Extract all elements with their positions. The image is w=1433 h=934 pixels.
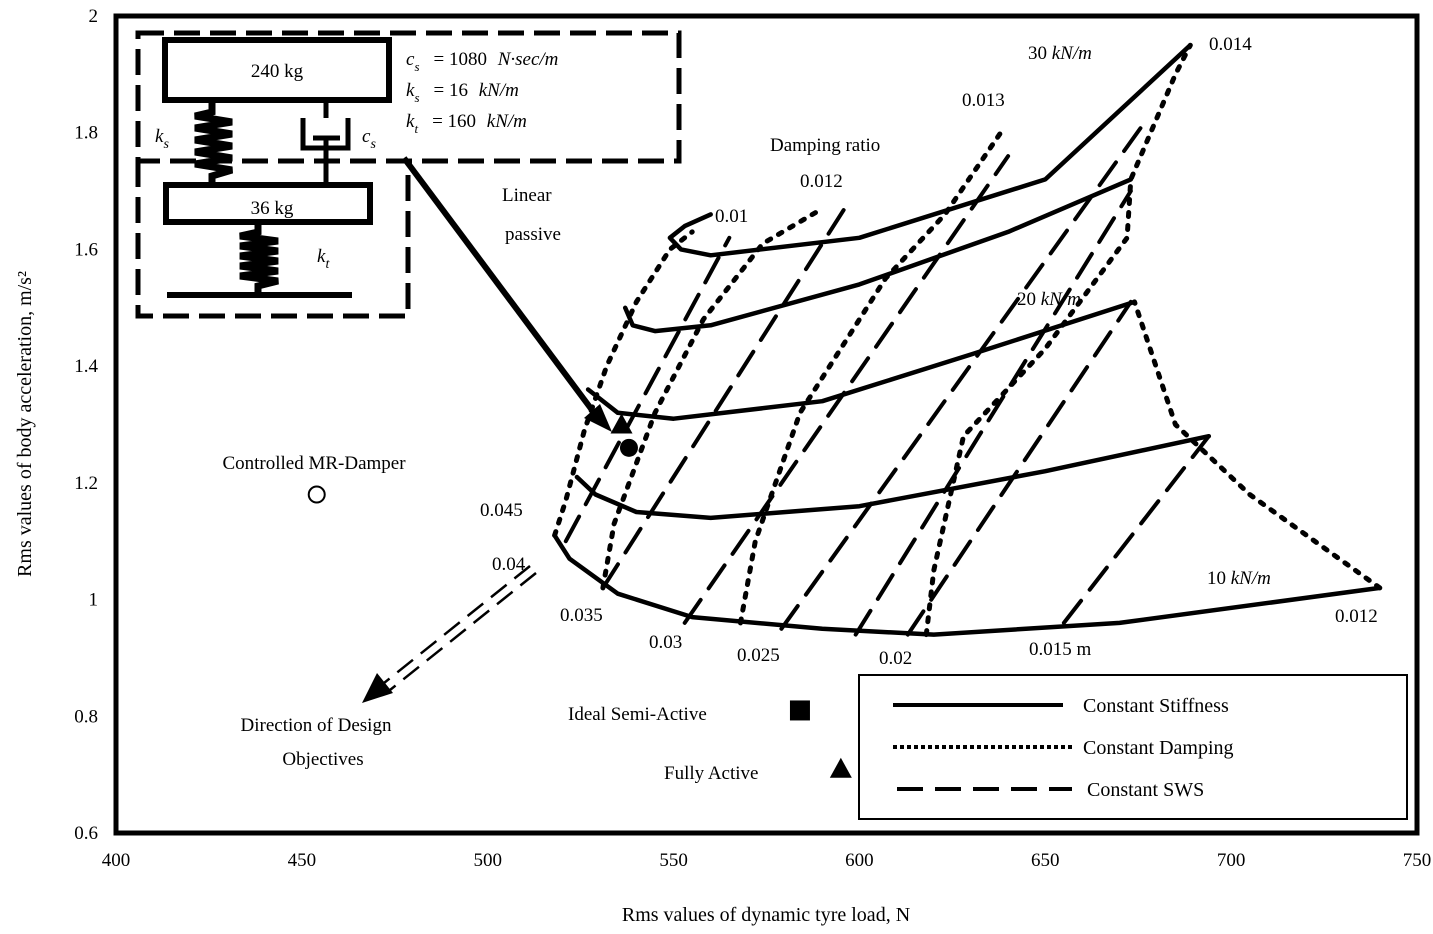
constant-damping-curve bbox=[600, 206, 825, 591]
constant-stiffness-series bbox=[552, 42, 1383, 637]
legend-label-sws: Constant SWS bbox=[1087, 779, 1204, 801]
sws-label-003: 0.03 bbox=[649, 632, 682, 653]
constant-sws-curve bbox=[600, 200, 851, 590]
y-tick-label: 0.8 bbox=[74, 706, 98, 727]
constant-sws-curve bbox=[682, 154, 1011, 625]
mr-damper-label: Controlled MR-Damper bbox=[222, 453, 406, 474]
x-axis-label: Rms values of dynamic tyre load, N bbox=[622, 904, 910, 926]
x-tick-labels: 400 450 500 550 600 650 700 750 bbox=[102, 850, 1432, 871]
direction-arrowhead bbox=[362, 673, 393, 703]
x-tick-label: 400 bbox=[102, 850, 131, 871]
constant-stiffness-curve bbox=[552, 533, 1383, 637]
fully-active-marker bbox=[829, 757, 852, 778]
constant-sws-curve bbox=[1061, 434, 1211, 625]
y-tick-label: 1 bbox=[89, 590, 99, 611]
y-tick-label: 1.6 bbox=[74, 239, 98, 260]
body-mass-label: 240 kg bbox=[251, 61, 304, 82]
y-axis-label: Rms values of body acceleration, m/s² bbox=[14, 271, 36, 577]
stiffness-label-30: 30 kN/m bbox=[1028, 43, 1092, 64]
damper bbox=[300, 103, 351, 184]
linear-passive-arrow bbox=[401, 156, 598, 416]
x-tick-label: 650 bbox=[1031, 850, 1060, 871]
constant-sws-curve bbox=[853, 189, 1133, 637]
stiffness-label-20: 20 kN/m bbox=[1017, 289, 1081, 310]
y-tick-label: 1.4 bbox=[74, 356, 98, 377]
param-ks: ks= 16 kN/m bbox=[406, 80, 519, 105]
tyre-spring bbox=[239, 225, 279, 294]
y-tick-label: 2 bbox=[89, 6, 99, 27]
linear-passive-marker bbox=[619, 438, 638, 457]
x-tick-label: 550 bbox=[659, 850, 688, 871]
linear-passive-label-2: passive bbox=[505, 224, 561, 245]
damping-ratio-label-0012: 0.012 bbox=[800, 171, 843, 192]
y-tick-label: 1.8 bbox=[74, 123, 98, 144]
constant-stiffness-curve bbox=[574, 433, 1212, 521]
legend: Constant Stiffness Constant Damping Cons… bbox=[858, 674, 1408, 820]
constant-sws-curve bbox=[905, 299, 1133, 637]
damping-ratio-label-0013: 0.013 bbox=[962, 90, 1005, 111]
constant-sws-curve bbox=[779, 119, 1148, 631]
constant-damping-curve bbox=[738, 130, 1004, 626]
linear-passive-arrowhead bbox=[584, 404, 612, 432]
constant-damping-curve bbox=[923, 42, 1193, 638]
cs-label: cs bbox=[362, 126, 376, 152]
param-cs: cs= 1080 N·sec/m bbox=[406, 49, 558, 74]
wheel-mass-block bbox=[163, 182, 373, 225]
sws-label-0025: 0.025 bbox=[737, 645, 780, 666]
ks-label: ks bbox=[155, 126, 169, 152]
direction-arrow bbox=[362, 565, 537, 703]
direction-label-2: Objectives bbox=[282, 749, 363, 770]
sws-label-0045: 0.045 bbox=[480, 500, 523, 521]
mr-damper-marker bbox=[307, 485, 326, 504]
y-tick-label: 0.6 bbox=[74, 823, 98, 844]
plot-frame bbox=[113, 13, 1420, 836]
body-mass-block bbox=[162, 37, 392, 103]
damping-ratio-label-0014: 0.014 bbox=[1209, 34, 1252, 55]
damping-ratio-label-0012-right: 0.012 bbox=[1335, 606, 1378, 627]
constant-damping-curve bbox=[1132, 299, 1383, 591]
stiffness-label-10: 10 kN/m bbox=[1207, 568, 1271, 589]
damping-ratio-label-001: 0.01 bbox=[715, 206, 748, 227]
x-tick-label: 500 bbox=[473, 850, 502, 871]
inset-frame-lower bbox=[135, 161, 411, 319]
x-tick-label: 750 bbox=[1403, 850, 1432, 871]
point-markers bbox=[307, 413, 852, 778]
constant-damping-curve bbox=[552, 229, 695, 538]
y-tick-label: 1.2 bbox=[74, 473, 98, 494]
constant-stiffness-curve bbox=[585, 299, 1137, 421]
sws-label-004: 0.04 bbox=[492, 554, 526, 575]
constant-damping-series bbox=[552, 42, 1383, 638]
y-tick-labels: 0.6 0.8 1 1.2 1.4 1.6 1.8 2 bbox=[74, 6, 98, 844]
x-tick-label: 700 bbox=[1217, 850, 1246, 871]
legend-label-stiffness: Constant Stiffness bbox=[1083, 695, 1229, 717]
x-tick-label: 600 bbox=[845, 850, 874, 871]
wheel-mass-label: 36 kg bbox=[251, 198, 294, 219]
sws-label-0015: 0.015 m bbox=[1029, 639, 1092, 660]
constant-sws-series bbox=[563, 119, 1211, 637]
kt-label: kt bbox=[317, 246, 330, 272]
damping-ratio-title: Damping ratio bbox=[770, 135, 880, 156]
constant-stiffness-curve bbox=[667, 42, 1193, 258]
ideal-semi-active-label: Ideal Semi-Active bbox=[568, 704, 707, 725]
legend-label-damping: Constant Damping bbox=[1083, 737, 1234, 759]
sws-label-0035: 0.035 bbox=[560, 605, 603, 626]
fully-active-label: Fully Active bbox=[664, 763, 758, 784]
suspension-spring bbox=[194, 103, 234, 184]
sws-label-002: 0.02 bbox=[879, 648, 912, 669]
direction-label-1: Direction of Design bbox=[241, 715, 392, 736]
x-tick-label: 450 bbox=[288, 850, 317, 871]
param-kt: kt= 160 kN/m bbox=[406, 111, 527, 136]
fully-active-marker bbox=[610, 413, 633, 434]
ideal-semi-active-marker bbox=[789, 700, 810, 721]
quarter-car-inset: 240 kg ks cs 36 kg kt cs= 1080 N·sec/m k… bbox=[135, 30, 682, 319]
constant-stiffness-curve bbox=[622, 177, 1134, 334]
linear-passive-label-1: Linear bbox=[502, 185, 552, 206]
